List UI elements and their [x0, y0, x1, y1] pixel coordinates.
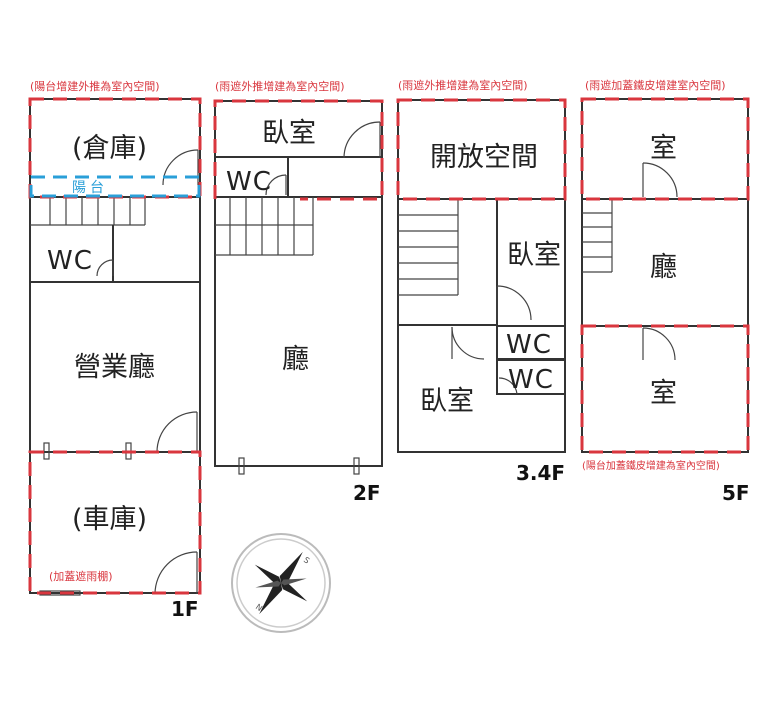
floor-label-1f: 1F — [171, 597, 199, 621]
note-f1-bottom: (加蓋遮雨棚) — [49, 569, 113, 583]
room-f5-room-bottom: 室 — [650, 378, 677, 409]
floor-label-5f: 5F — [722, 481, 750, 505]
room-f34-wc-lower: WC — [508, 365, 554, 395]
room-f34-bedroom-right: 臥室 — [507, 240, 561, 271]
room-f2-wc: WC — [226, 167, 272, 197]
floor-3-4f: 開放空間 臥室 WC WC 臥室 3.4F — [396, 98, 567, 485]
room-f34-open-space: 開放空間 — [430, 142, 538, 173]
note-f2-top: (雨遮外推增建為室內空間) — [215, 79, 345, 93]
floor-label-2f: 2F — [353, 481, 381, 505]
room-f2-hall: 廳 — [282, 344, 309, 375]
room-f2-bedroom: 臥室 — [262, 118, 316, 149]
compass-n-label: N — [254, 602, 264, 613]
floor-5f: 室 廳 室 5F — [580, 97, 750, 505]
note-f5-bottom: (陽台加蓋鐵皮增建為室內空間) — [582, 459, 720, 472]
floor-2f: 臥室 WC 廳 2F — [213, 99, 384, 505]
floor-label-3-4f: 3.4F — [516, 461, 565, 485]
room-f1-storage: (倉庫) — [72, 133, 147, 164]
room-f5-hall: 廳 — [650, 252, 677, 283]
room-f1-balcony: 陽台 — [72, 180, 108, 196]
room-f1-wc: WC — [47, 246, 93, 276]
compass-s-label: S — [302, 555, 311, 565]
room-f1-business-hall: 營業廳 — [74, 352, 155, 383]
room-f5-room-top: 室 — [650, 133, 677, 164]
note-f34-top: (雨遮外推增建為室內空間) — [398, 78, 528, 92]
room-f34-bedroom-left: 臥室 — [420, 386, 474, 417]
room-f34-wc-upper: WC — [506, 330, 552, 360]
note-f1-top: (陽台增建外推為室內空間) — [30, 79, 160, 93]
note-f5-top: (雨遮加蓋鐵皮增建室內空間) — [585, 78, 726, 92]
room-f1-garage: (車庫) — [72, 504, 147, 535]
compass-rose-icon: N S — [231, 533, 331, 633]
floor-1f: 陽台 (倉庫) WC 營業廳 (車庫) 1F — [28, 97, 202, 621]
